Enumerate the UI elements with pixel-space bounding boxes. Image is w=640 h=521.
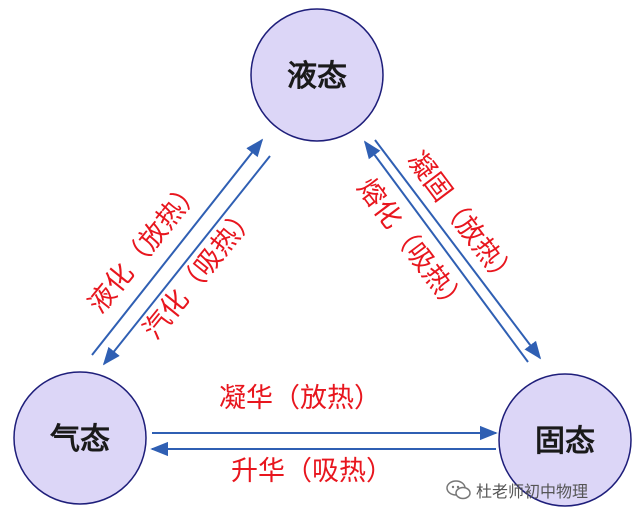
node-liquid-label: 液态 bbox=[287, 59, 347, 94]
arrow-solidification bbox=[363, 140, 529, 363]
watermark-text: 杜老师初中物理 bbox=[476, 482, 589, 501]
node-liquid: 液态 bbox=[250, 8, 384, 142]
node-gas-label: 气态 bbox=[50, 422, 110, 457]
label-deposition: 凝华（放热） bbox=[219, 383, 381, 414]
wechat-icon bbox=[446, 480, 472, 500]
label-sublimation: 升华（吸热） bbox=[231, 456, 393, 487]
node-solid-label: 固态 bbox=[535, 424, 595, 459]
node-gas: 气态 bbox=[13, 371, 147, 505]
arrow-vaporization bbox=[102, 155, 271, 366]
watermark: 杜老师初中物理 bbox=[446, 478, 588, 502]
arrow-melting bbox=[374, 139, 542, 360]
arrow-liquefaction bbox=[91, 138, 264, 356]
node-solid: 固态 bbox=[498, 373, 632, 507]
